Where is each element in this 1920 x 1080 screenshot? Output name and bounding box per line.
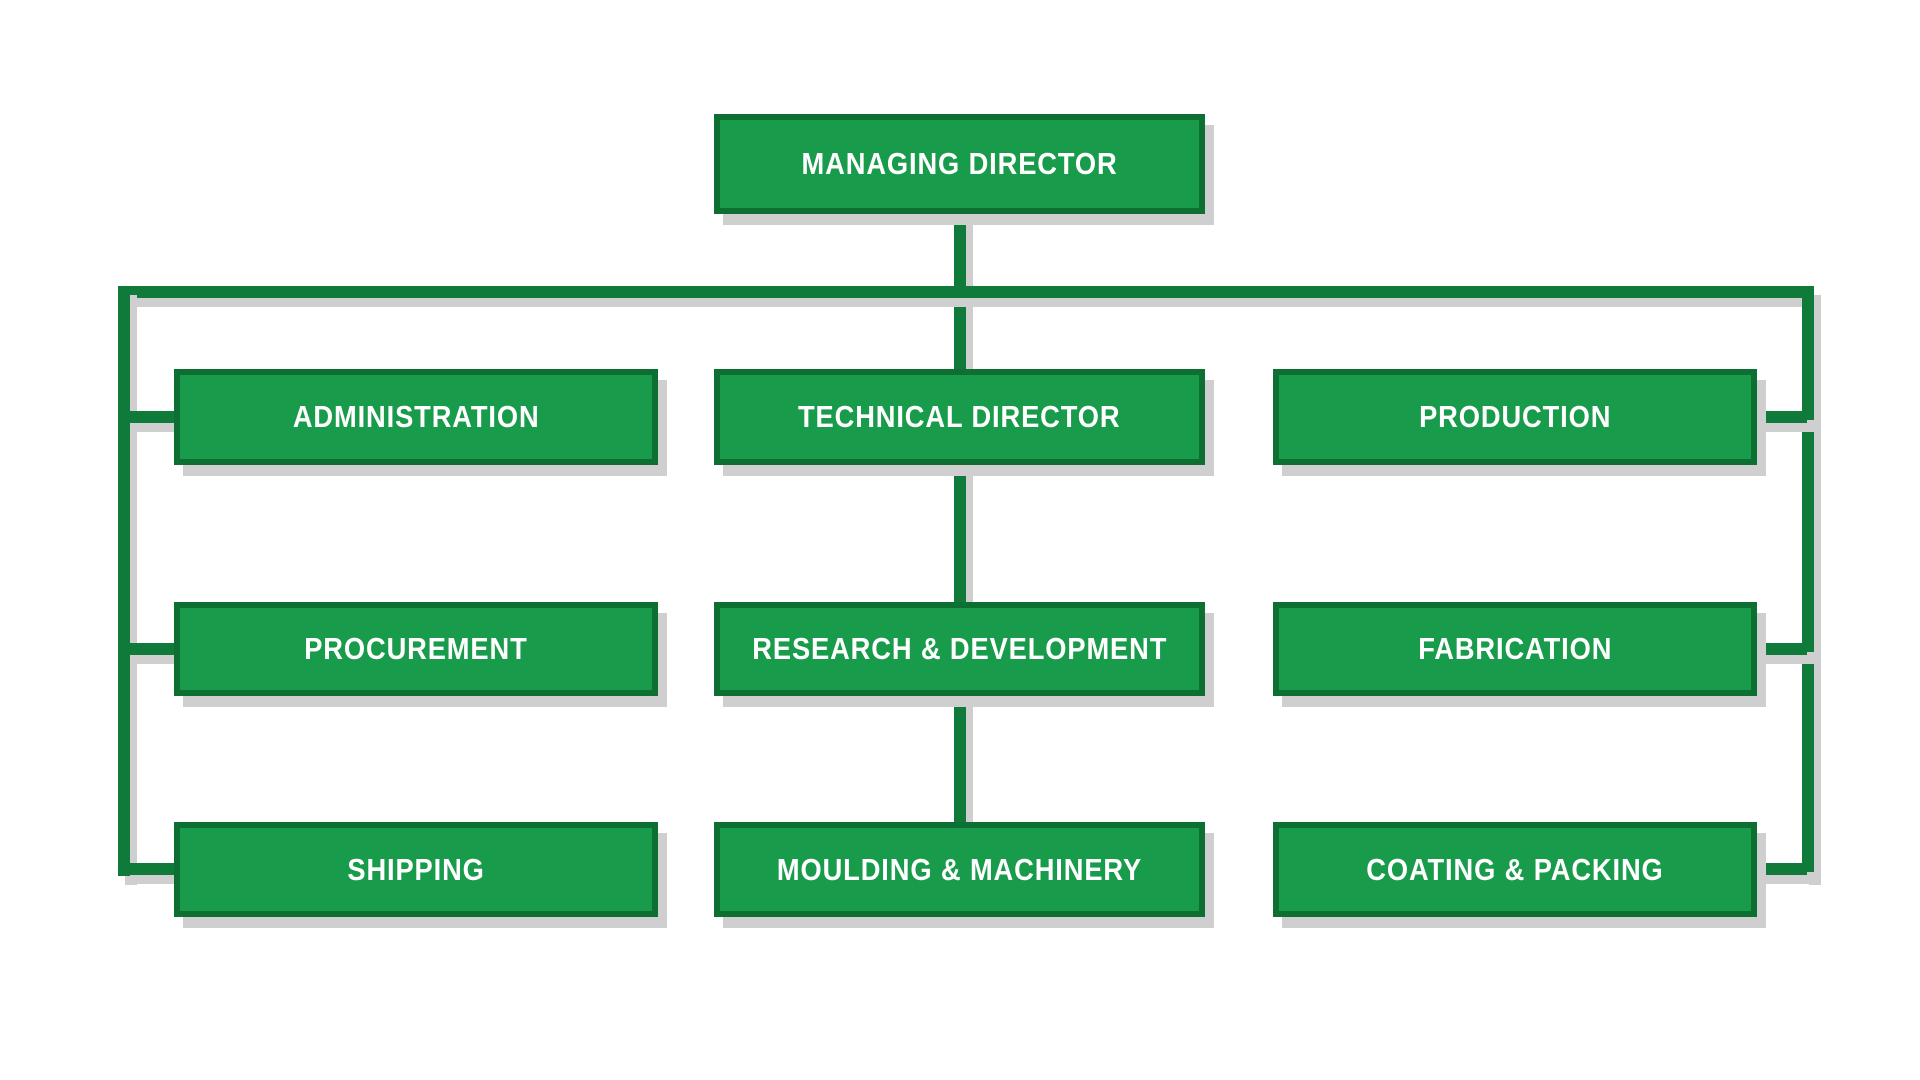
node-procurement: PROCUREMENT bbox=[174, 602, 658, 696]
connector-center-vertical bbox=[954, 210, 966, 834]
node-shipping: SHIPPING bbox=[174, 822, 658, 917]
connector-right-vertical bbox=[1802, 286, 1814, 876]
node-technical-director: TECHNICAL DIRECTOR bbox=[714, 369, 1205, 465]
node-moulding-machinery-label: MOULDING & MACHINERY bbox=[776, 851, 1143, 887]
connector-stub-shipping bbox=[124, 863, 180, 875]
node-fabrication: FABRICATION bbox=[1273, 602, 1757, 696]
node-moulding-machinery: MOULDING & MACHINERY bbox=[714, 822, 1205, 917]
node-administration-label: ADMINISTRATION bbox=[292, 399, 540, 434]
node-research-development: RESEARCH & DEVELOPMENT bbox=[714, 602, 1205, 696]
node-coating-packing-label: COATING & PACKING bbox=[1366, 851, 1664, 887]
node-managing-director-label: MANAGING DIRECTOR bbox=[801, 146, 1118, 181]
node-research-development-label: RESEARCH & DEVELOPMENT bbox=[752, 631, 1167, 666]
connector-stub-production bbox=[1751, 411, 1807, 423]
node-technical-director-label: TECHNICAL DIRECTOR bbox=[798, 399, 1121, 434]
node-managing-director: MANAGING DIRECTOR bbox=[714, 114, 1205, 214]
node-fabrication-label: FABRICATION bbox=[1417, 631, 1613, 666]
node-administration: ADMINISTRATION bbox=[174, 369, 658, 465]
connector-stub-administration bbox=[124, 411, 180, 423]
node-shipping-label: SHIPPING bbox=[347, 851, 485, 887]
node-coating-packing: COATING & PACKING bbox=[1273, 822, 1757, 917]
node-production: PRODUCTION bbox=[1273, 369, 1757, 465]
node-production-label: PRODUCTION bbox=[1418, 399, 1612, 434]
connector-stub-coating-packing bbox=[1751, 863, 1807, 875]
connector-stub-procurement bbox=[124, 643, 180, 655]
connector-left-vertical bbox=[118, 286, 130, 876]
connector-top-horizontal bbox=[118, 286, 1814, 298]
node-procurement-label: PROCUREMENT bbox=[304, 631, 528, 666]
connector-stub-fabrication bbox=[1751, 643, 1807, 655]
